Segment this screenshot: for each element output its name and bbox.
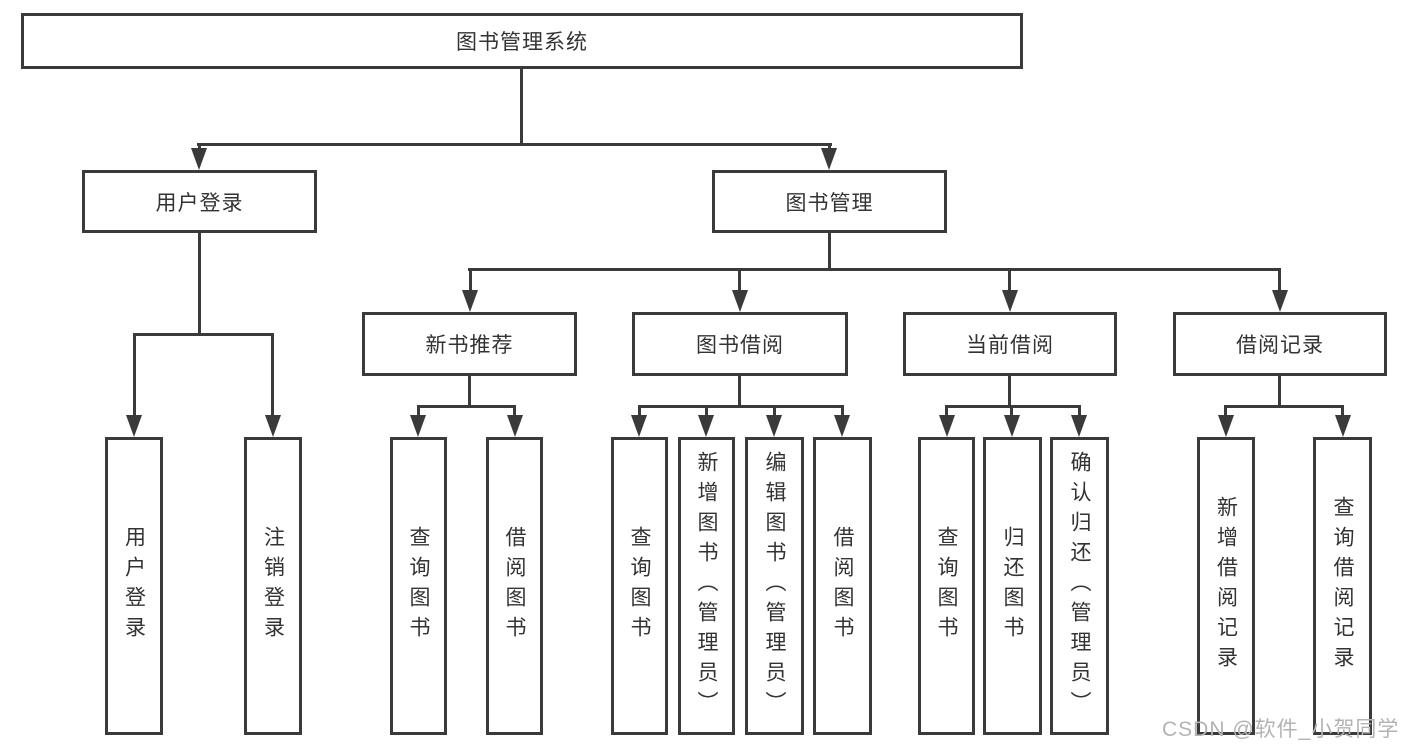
arrowhead-down-icon bbox=[821, 148, 837, 170]
connector-line bbox=[841, 405, 844, 418]
arrowhead-down-icon bbox=[732, 290, 748, 312]
arrowhead-down-icon bbox=[1071, 415, 1087, 437]
arrowhead-down-icon bbox=[1004, 415, 1020, 437]
arrowhead-down-icon bbox=[126, 415, 142, 437]
leaf-label: 编辑图书（管理员） bbox=[763, 451, 786, 721]
connector-line bbox=[417, 405, 516, 408]
leaf-borrow-books-recommend: 借阅图书 bbox=[486, 437, 543, 735]
connector-line bbox=[738, 376, 741, 408]
leaf-label: 借阅图书 bbox=[503, 526, 526, 646]
arrowhead-down-icon bbox=[462, 290, 478, 312]
connector-line bbox=[513, 405, 516, 418]
node-book-management: 图书管理 bbox=[712, 170, 947, 233]
connector-line bbox=[1010, 405, 1013, 418]
connector-line bbox=[638, 405, 844, 408]
leaf-edit-book-admin: 编辑图书（管理员） bbox=[745, 437, 804, 735]
connector-line bbox=[638, 405, 641, 418]
connector-line bbox=[520, 69, 523, 146]
arrowhead-down-icon bbox=[1002, 290, 1018, 312]
arrowhead-down-icon bbox=[1335, 415, 1351, 437]
leaf-label: 查询借阅记录 bbox=[1331, 496, 1354, 676]
leaf-query-books-current: 查询图书 bbox=[918, 437, 975, 735]
leaf-logout: 注销登录 bbox=[244, 437, 302, 735]
node-book-borrow: 图书借阅 bbox=[632, 312, 848, 376]
arrowhead-down-icon bbox=[410, 415, 426, 437]
connector-line bbox=[1278, 376, 1281, 408]
arrowhead-down-icon bbox=[939, 415, 955, 437]
arrowhead-down-icon bbox=[766, 415, 782, 437]
arrowhead-down-icon bbox=[631, 415, 647, 437]
connector-line bbox=[468, 376, 471, 408]
node-new-book-recommend: 新书推荐 bbox=[362, 312, 577, 376]
leaf-label: 注销登录 bbox=[261, 526, 285, 646]
leaf-label: 用户登录 bbox=[122, 526, 146, 646]
leaf-query-books-recommend: 查询图书 bbox=[390, 437, 447, 735]
connector-line bbox=[705, 405, 708, 418]
connector-line bbox=[469, 268, 472, 294]
leaf-return-book: 归还图书 bbox=[983, 437, 1042, 735]
arrowhead-down-icon bbox=[1272, 290, 1288, 312]
arrowhead-down-icon bbox=[1218, 415, 1234, 437]
leaf-query-books-borrow: 查询图书 bbox=[611, 437, 668, 735]
arrowhead-down-icon bbox=[507, 415, 523, 437]
leaf-label: 查询图书 bbox=[935, 526, 958, 646]
csdn-watermark: CSDN @软件_小贺同学 bbox=[1162, 718, 1400, 741]
connector-line bbox=[1008, 376, 1011, 408]
connector-line bbox=[945, 405, 1081, 408]
node-borrow-records: 借阅记录 bbox=[1173, 312, 1387, 376]
connector-line bbox=[1008, 268, 1011, 294]
connector-line bbox=[773, 405, 776, 418]
arrowhead-down-icon bbox=[698, 415, 714, 437]
leaf-label: 确认归还（管理员） bbox=[1068, 451, 1091, 721]
connector-line bbox=[133, 333, 274, 336]
connector-line bbox=[738, 268, 741, 294]
leaf-user-login: 用户登录 bbox=[105, 437, 163, 735]
connector-line bbox=[945, 405, 948, 418]
connector-line bbox=[1278, 268, 1281, 294]
connector-line bbox=[197, 143, 832, 146]
leaf-label: 查询图书 bbox=[407, 526, 430, 646]
connector-line bbox=[417, 405, 420, 418]
leaf-label: 归还图书 bbox=[1001, 526, 1024, 646]
arrowhead-down-icon bbox=[834, 415, 850, 437]
connector-line bbox=[1224, 405, 1227, 418]
connector-line bbox=[133, 333, 136, 419]
leaf-label: 借阅图书 bbox=[831, 526, 854, 646]
connector-line bbox=[1078, 405, 1081, 418]
arrowhead-down-icon bbox=[265, 415, 281, 437]
connector-line bbox=[828, 233, 831, 271]
connector-line bbox=[468, 268, 1281, 271]
leaf-label: 新增图书（管理员） bbox=[695, 451, 718, 721]
leaf-label: 新增借阅记录 bbox=[1214, 496, 1238, 676]
connector-line bbox=[271, 333, 274, 419]
node-root: 图书管理系统 bbox=[21, 13, 1023, 69]
connector-line bbox=[1341, 405, 1344, 418]
node-current-borrow: 当前借阅 bbox=[903, 312, 1117, 376]
leaf-query-borrow-record: 查询借阅记录 bbox=[1313, 437, 1372, 735]
connector-line bbox=[198, 233, 201, 336]
node-user-login: 用户登录 bbox=[82, 170, 317, 233]
leaf-add-book-admin: 新增图书（管理员） bbox=[678, 437, 735, 735]
leaf-borrow-books: 借阅图书 bbox=[813, 437, 872, 735]
leaf-add-borrow-record: 新增借阅记录 bbox=[1197, 437, 1255, 735]
leaf-label: 查询图书 bbox=[628, 526, 651, 646]
arrowhead-down-icon bbox=[191, 148, 207, 170]
leaf-confirm-return-admin: 确认归还（管理员） bbox=[1050, 437, 1109, 735]
connector-line bbox=[1224, 405, 1344, 408]
